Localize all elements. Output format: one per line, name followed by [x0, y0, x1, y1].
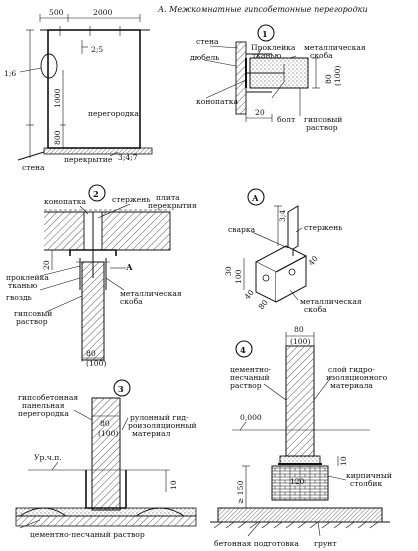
detail-2-label-rod: стержень — [112, 195, 150, 204]
ref-3-4-7: 3;4;7 — [118, 153, 138, 162]
label-partition: перегородка — [88, 109, 139, 118]
sheet-title: А. Межкомнатные гипсобетонные перегородк… — [157, 5, 368, 14]
label-floor: перекрытие — [64, 155, 113, 164]
detail-3-label-roll-2: роизоляционный — [128, 421, 197, 430]
detail-4-label-cement-2: песчаный — [230, 373, 270, 382]
detail-3-label-roll-3: материал — [132, 429, 171, 438]
label-wall: стена — [22, 163, 45, 172]
detail-a-dim-40: 40 — [307, 254, 320, 267]
detail-4: 4 80 (100) 120 0,000 10 ≥ 150 — [210, 325, 392, 548]
detail-3-dim-100: (100) — [98, 429, 118, 438]
detail-a-label-weld: сварка — [228, 225, 256, 234]
detail-1-label-mortar-2: раствор — [306, 123, 338, 132]
detail-4-label-cement-3: раствор — [230, 381, 262, 390]
detail-3-number: 3 — [118, 384, 124, 394]
detail-1-label-bolt: болт — [277, 115, 295, 124]
detail-3-label-roll: рулонный гид- — [130, 413, 189, 422]
detail-2-label-bracket-2: скоба — [120, 297, 143, 306]
detail-2-label-glue-2: тканью — [8, 281, 38, 290]
detail-1-label-bracket: металлическая — [304, 43, 366, 52]
detail-3-label-panel: гипсобетонная — [18, 393, 78, 402]
detail-a-label-bracket-2: скоба — [304, 305, 327, 314]
detail-2-mark-a: А — [126, 262, 133, 272]
detail-2-label-mortar: гипсовый — [14, 309, 52, 318]
detail-a-dim-100: 100 — [234, 269, 243, 284]
detail-3-dim-10: 10 — [169, 480, 178, 490]
detail-1-label-tow: конопатка — [196, 97, 238, 106]
dim-2000: 2000 — [93, 8, 112, 17]
detail-2-label-bracket: металлическая — [120, 289, 182, 298]
detail-2-label-slab: плита — [156, 193, 180, 202]
detail-a-dim-3-4: 3;4 — [278, 210, 287, 222]
detail-1-label-glue: Проклейка — [251, 43, 296, 52]
detail-4-label-cement: цементно- — [230, 365, 272, 374]
dim-800: 800 — [53, 130, 62, 145]
detail-a-dim-30: 30 — [224, 266, 233, 276]
detail-2-label-mortar-2: раствор — [16, 317, 48, 326]
detail-1-label-mortar: гипсовый — [304, 115, 342, 124]
detail-4-number: 4 — [240, 345, 246, 355]
detail-2-label-nail: гвоздь — [6, 293, 32, 302]
detail-1-label-wall: стена — [196, 37, 219, 46]
detail-4-dim-120: 120 — [290, 477, 305, 486]
detail-1: 1 80 (100) 20 стена дюбель конопатка Про… — [190, 24, 366, 132]
detail-a-label-bracket: металлическая — [300, 297, 362, 306]
detail-4-label-brick-2: столбик — [350, 479, 382, 488]
detail-2-label-slab-2: перекрытия — [148, 201, 197, 210]
detail-1-label-dowel: дюбель — [190, 53, 219, 62]
detail-a: А 3;4 100 30 40 40 80 сварка стержень ме… — [224, 188, 362, 314]
detail-3-label-panel-2: панельная — [22, 401, 65, 410]
detail-2-label-glue: проклейка — [6, 273, 49, 282]
detail-a-dim-80: 80 — [257, 298, 270, 311]
detail-2-number: 2 — [93, 189, 99, 199]
detail-4-dim-100: (100) — [290, 337, 310, 346]
detail-a-label-rod: стержень — [304, 223, 342, 232]
detail-4-label-soil: грунт — [314, 539, 337, 548]
detail-1-dim-100: (100) — [333, 66, 342, 86]
detail-3-label-screed: цементно-песчаный раствор — [30, 530, 145, 539]
ref-1-6: 1;6 — [4, 69, 16, 78]
dim-500: 500 — [49, 8, 64, 17]
detail-a-number: А — [252, 193, 259, 203]
detail-4-label-layer: слой гидро- — [328, 365, 375, 374]
detail-4-label-level: 0,000 — [240, 413, 262, 422]
detail-4-dim-80: 80 — [294, 325, 304, 334]
detail-2-label-tow: конопатка — [44, 197, 86, 206]
detail-4-label-layer-2: изоляционного — [326, 373, 388, 382]
detail-4-label-layer-3: материала — [330, 381, 373, 390]
detail-3-label-panel-3: перегородка — [18, 409, 69, 418]
detail-4-label-base: бетонная подготовка — [214, 539, 299, 548]
detail-3-dim-80: 80 — [100, 419, 110, 428]
detail-1-number: 1 — [262, 29, 268, 39]
detail-1-dim-20: 20 — [255, 108, 265, 117]
detail-1-label-bracket-2: скоба — [310, 51, 333, 60]
detail-2-dim-80: 80 — [86, 349, 96, 358]
detail-4-dim-10: 10 — [339, 456, 348, 466]
detail-2: 2 20 А 80 (100) конопатка стержень — [6, 184, 197, 368]
detail-3: 3 80 (100) Ур.ч.п. 10 гипсобетонная пане… — [15, 379, 197, 539]
dim-1000: 1000 — [53, 89, 62, 108]
detail-4-label-brick: кирпичный — [346, 471, 392, 480]
overview-elevation: 500 2000 1000 800 1;6 2;5 перегородка пе… — [4, 8, 153, 172]
detail-4-dim-150: ≥ 150 — [236, 481, 245, 504]
detail-1-label-glue-2: тканью — [252, 51, 282, 60]
detail-3-label-level: Ур.ч.п. — [34, 453, 62, 462]
ref-2-5: 2;5 — [91, 45, 103, 54]
detail-2-dim-20: 20 — [42, 260, 51, 270]
detail-1-dim-80: 80 — [324, 74, 333, 84]
detail-2-dim-100: (100) — [86, 359, 106, 368]
detail-a-dim-40b: 40 — [243, 288, 256, 301]
